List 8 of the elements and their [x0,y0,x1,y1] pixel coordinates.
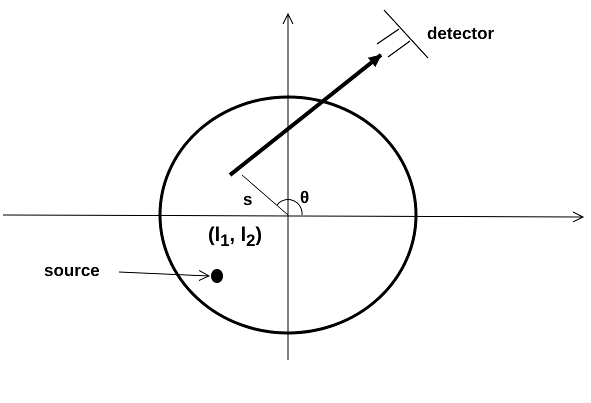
source-label: source [44,261,116,281]
leader-line [118,270,210,282]
distance-label: s [243,190,252,210]
detector-label: detector [427,24,513,44]
coordinate-label: (l$_{1}$, l$_{2}$) [208,225,262,251]
source-dot [211,269,223,283]
angle-label: θ [300,188,310,208]
arrow [228,53,382,177]
